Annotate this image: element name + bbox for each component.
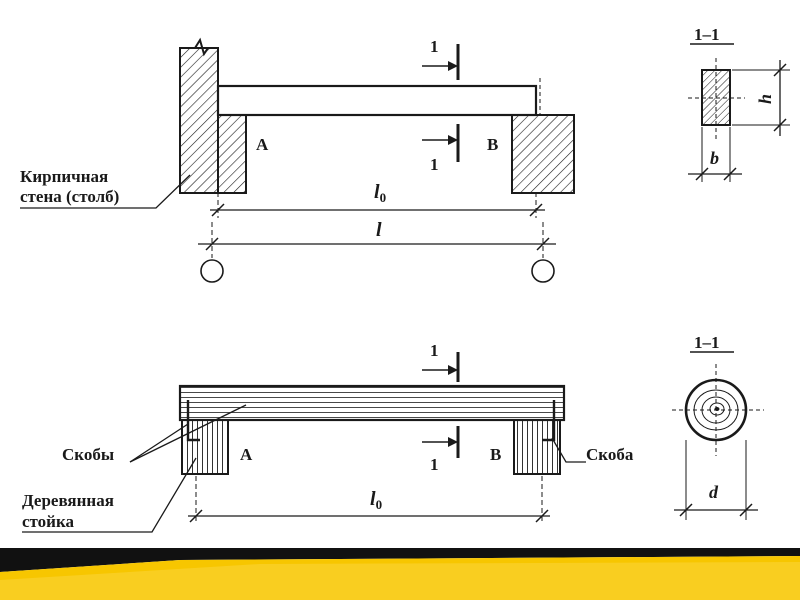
post-label-line2: стойка (22, 512, 75, 531)
dimension-l0-top: l0 (210, 181, 545, 218)
section-mark-bottom-2: 1 (422, 426, 460, 474)
bottom-section: 1–1 d (672, 333, 764, 520)
post-label-line1: Деревянная (22, 491, 114, 510)
brick-wall-leader (20, 174, 191, 209)
staples-label: Скобы (62, 445, 114, 464)
dim-l-text: l (376, 219, 382, 241)
dim-b-text: b (710, 148, 719, 168)
post-leader (22, 457, 197, 533)
section-mark-top-label: 1 (430, 37, 439, 56)
top-section: 1–1 h b (688, 25, 790, 182)
brick-wall-label-line1: Кирпичная (20, 167, 108, 186)
concrete-beam (216, 84, 538, 117)
staple-label: Скоба (586, 445, 634, 464)
bottom-section-title: 1–1 (694, 333, 720, 352)
section-mark-top-2: 1 (422, 341, 460, 382)
staple-right (542, 400, 556, 442)
support-a-label-2: A (240, 445, 253, 464)
dim-d-text: d (709, 482, 719, 502)
staple-leader (551, 437, 586, 463)
axis-marker-left (200, 259, 224, 283)
brick-wall-left (179, 37, 247, 194)
brick-wall-label-line2: стена (столб) (20, 187, 119, 206)
staples-leader-1 (129, 423, 189, 463)
dim-l0-bottom-text: l0 (370, 488, 382, 512)
top-diagram: 1 1 A B Кирпичная стена (столб) l0 (20, 37, 575, 283)
wooden-post-left (181, 419, 229, 475)
section-mark-bottom-label: 1 (430, 155, 439, 174)
dimension-l0-bottom: l0 (188, 476, 550, 524)
bottom-diagram: 1 1 A B Скобы Скоба Деревянная стойка l0 (22, 341, 634, 533)
dimension-l-top: l (198, 219, 556, 258)
section-mark-top-2-label: 1 (430, 341, 439, 360)
footer-dark-stripe (0, 548, 800, 572)
section-mark-bottom-2-label: 1 (430, 455, 439, 474)
axis-marker-right (531, 259, 555, 283)
brick-wall-right (511, 114, 575, 194)
support-b-label-2: B (490, 445, 501, 464)
staples-leader-2 (129, 404, 247, 463)
dim-l0-text: l0 (374, 181, 386, 205)
wooden-post-right (513, 419, 561, 475)
wooden-beam (178, 384, 566, 422)
top-section-title: 1–1 (694, 25, 720, 44)
section-mark-top: 1 (422, 37, 460, 80)
section-mark-bottom: 1 (422, 124, 460, 174)
support-b-label: B (487, 135, 498, 154)
support-a-label: A (256, 135, 269, 154)
staple-left (186, 400, 200, 442)
dim-h-text: h (755, 94, 775, 104)
footer-yellow-light (0, 562, 800, 600)
footer-band (0, 548, 800, 600)
